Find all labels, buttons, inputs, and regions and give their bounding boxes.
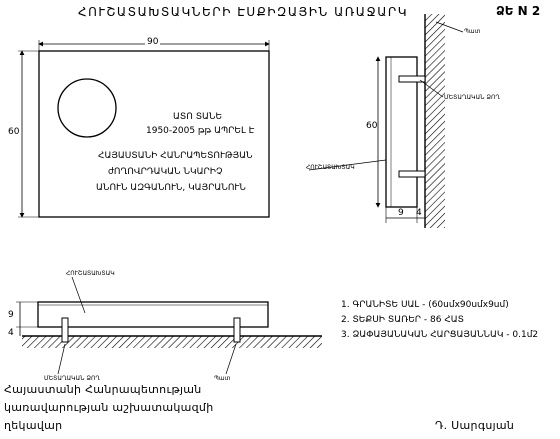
spec-item-2: 2. ՏԵՔՍԻ ՏԱՌԵՐ - 86 ՀԱՏ <box>341 315 465 325</box>
signature-name: Դ. Սարգսյան <box>435 419 515 432</box>
plaque-line-1: ՀԱՅԱՍՏԱՆԻ ՀԱՆՐԱՊԵՏՈՒԹՅԱՆ <box>98 151 253 161</box>
side-slab <box>385 56 418 208</box>
plan-slab-label: ՀՈՒՇԱՏԱԽՏԱԿ <box>66 270 115 277</box>
plan-gap-label: 4 <box>8 328 14 338</box>
plaque-plan-view <box>16 276 322 375</box>
side-anchor-top <box>398 75 426 83</box>
spec-item-3: 3. ՁԱՓԱՅԱՆԱԿԱՆ ՀԱՐՑԱՅԱՆՆԱԿ - 0.1մ2 <box>341 330 539 340</box>
plan-wall-label: Պատ <box>214 375 231 382</box>
wall-hatch <box>425 14 445 228</box>
side-height-label: 60 <box>366 121 378 131</box>
plan-anchor-label: ՄԵՏԱՂԱԿԱՆ ՁՈՂ <box>44 375 100 382</box>
plaque-line-3: ԱՆՈՒՆ ԱԶԳԱՆՈՒՆ, ԿԱՅՐԱՆՈՒՆ <box>96 183 246 193</box>
sheet-number: ՁԵ N 2 <box>496 4 541 18</box>
side-thickness-label: 9 <box>398 208 404 218</box>
plaque-outline <box>38 50 270 218</box>
plan-thickness-label: 9 <box>8 310 14 320</box>
plan-anchor-left <box>61 317 69 343</box>
ground-hatch <box>22 336 322 348</box>
portrait-circle <box>57 78 117 138</box>
plan-slab <box>37 301 269 328</box>
side-wall-label: Պատ <box>464 28 481 35</box>
spec-item-1: 1. ԳՐԱՆԻՏԵ ՍԱԼ - (60սմx90սմx9սմ) <box>341 300 509 310</box>
plaque-width-label: 90 <box>145 37 161 47</box>
plan-anchor-right <box>233 317 241 343</box>
plaque-side-view <box>308 14 464 228</box>
page-title: ՀՈՒՇԱՏԱԽՏԱԿՆԵՐԻ ԷՍՔԻԶԱՅԻՆ ԱՌԱՋԱՐԿ <box>78 5 409 19</box>
footer-line-3: ղեկավար <box>4 419 63 432</box>
plaque-height-label: 60 <box>8 127 20 137</box>
side-anchor-bottom <box>398 170 426 178</box>
footer-line-1: Հայաստանի Հանրապետության <box>4 383 202 396</box>
plaque-name: ԱՏՈ ՏԱՆԵ <box>173 112 223 122</box>
side-gap-label: 4 <box>416 208 422 218</box>
side-slab-label: ՀՈՒՇԱՏԱԽՏԱԿ <box>306 164 355 171</box>
side-anchor-label: ՄԵՏԱՂԱԿԱՆ ՁՈՂ <box>444 94 500 101</box>
footer-line-2: կառավարության աշխատակազմի <box>4 401 214 414</box>
plaque-dates: 1950-2005 թթ ԱՊՐԵԼ Է <box>146 126 255 136</box>
plaque-line-2: ժՈՂՈՎՐԴԱԿԱՆ ՆԿԱՐԻՉ <box>108 167 223 177</box>
